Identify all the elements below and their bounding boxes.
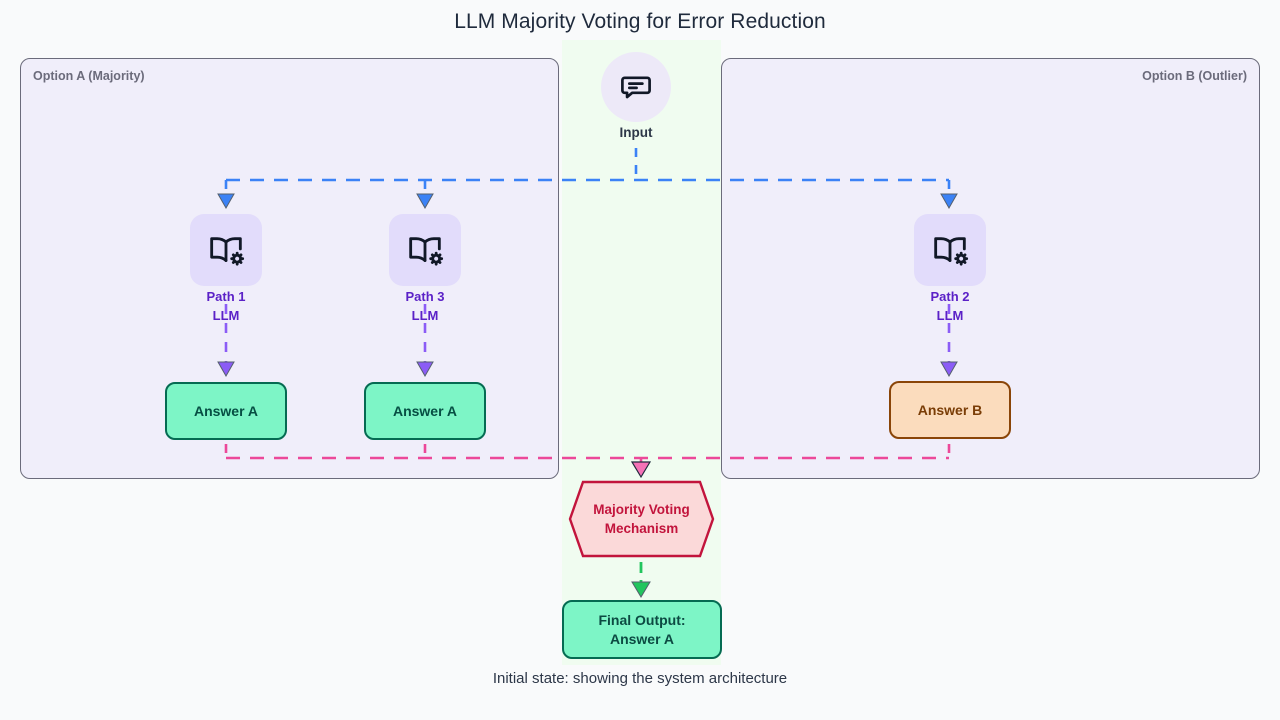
panel-option-b-label: Option B (Outlier) (1142, 69, 1247, 83)
node-path-2-sublabel: LLM (936, 307, 964, 323)
input-icon-circle (601, 52, 671, 122)
node-path-1[interactable] (190, 214, 262, 286)
node-path-3-sublabel: LLM (411, 307, 439, 323)
book-gear-icon (210, 237, 245, 266)
node-input-label: Input (619, 125, 653, 140)
book-gear-icon (409, 237, 444, 266)
node-majority-voting[interactable]: Majority Voting Mechanism (570, 500, 713, 538)
message-bubble-icon (621, 76, 651, 99)
node-final-output[interactable]: Final Output: Answer A (562, 600, 722, 659)
final-output-line-2: Answer A (609, 630, 675, 647)
node-answer-a-1[interactable]: Answer A (165, 382, 287, 440)
node-path-3-name: Path 3 (405, 289, 445, 304)
center-lane-background (562, 40, 721, 665)
node-path-3-label: Path 3 LLM (345, 288, 505, 325)
node-path-3[interactable] (389, 214, 461, 286)
node-input[interactable] (601, 52, 671, 122)
node-path-1-label: Path 1 LLM (146, 288, 306, 325)
node-answer-a-3[interactable]: Answer A (364, 382, 486, 440)
panel-option-a-label: Option A (Majority) (33, 69, 145, 83)
node-answer-b[interactable]: Answer B (889, 381, 1011, 439)
node-path-1-name: Path 1 (206, 289, 246, 304)
node-path-1-sublabel: LLM (212, 307, 240, 323)
voting-label-line-1: Majority Voting (593, 502, 690, 517)
book-gear-icon (934, 237, 969, 266)
voting-label-line-2: Mechanism (604, 521, 679, 536)
final-output-line-1: Final Output: (598, 611, 686, 628)
node-path-2-label: Path 2 LLM (870, 288, 1030, 325)
node-path-2-name: Path 2 (930, 289, 970, 304)
page-title: LLM Majority Voting for Error Reduction (454, 10, 826, 33)
node-path-2[interactable] (914, 214, 986, 286)
state-caption: Initial state: showing the system archit… (492, 670, 788, 687)
